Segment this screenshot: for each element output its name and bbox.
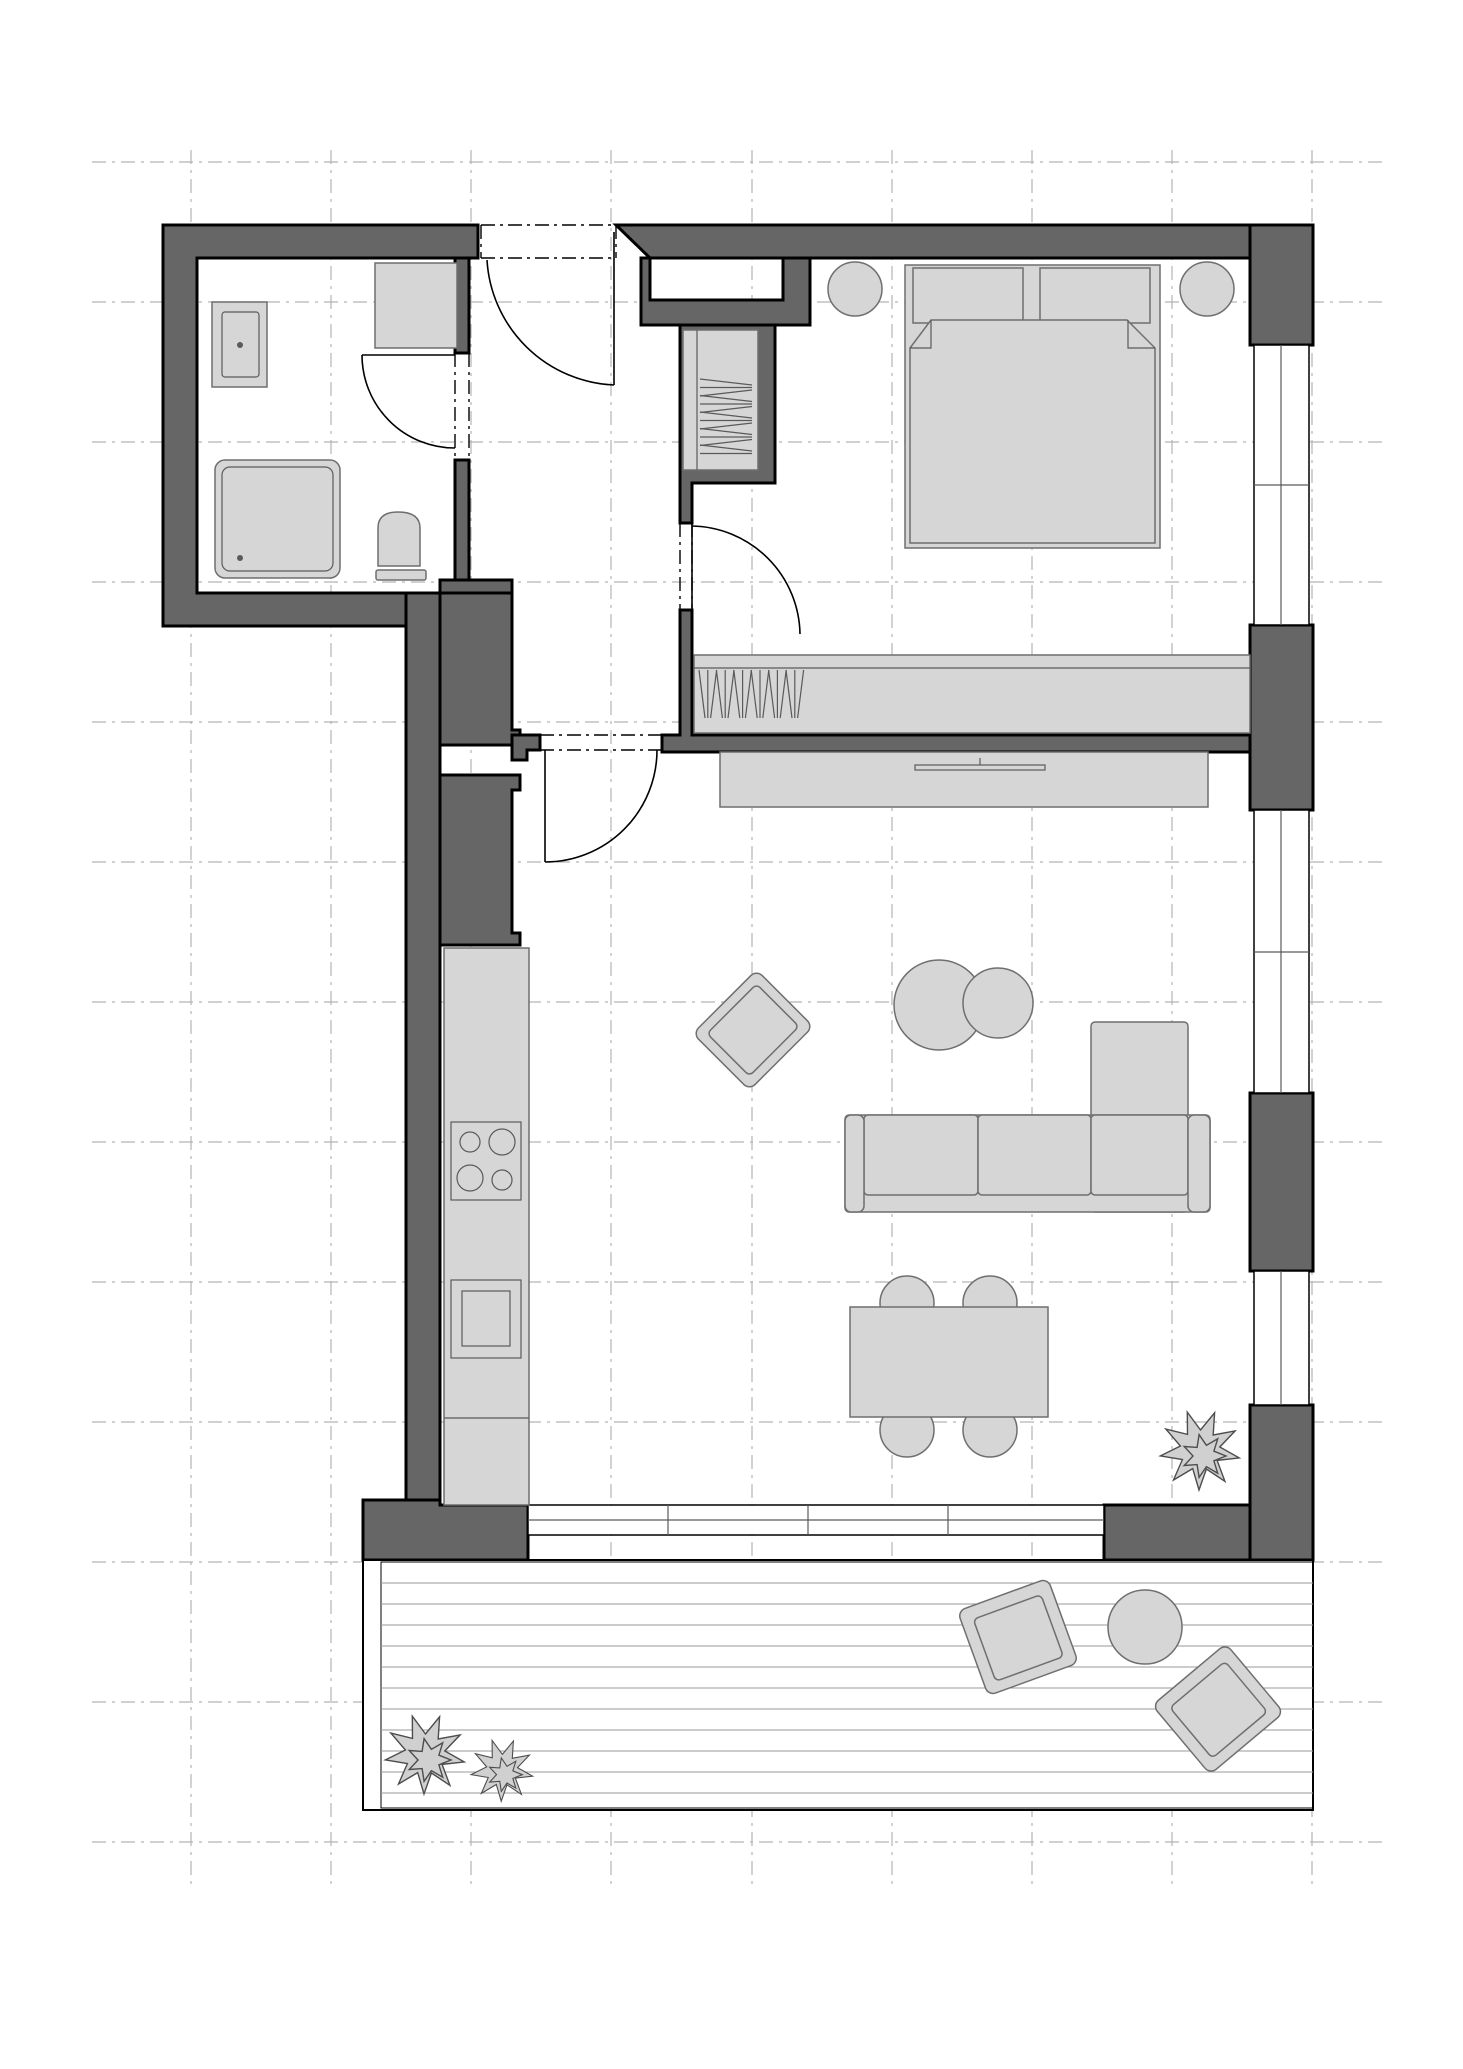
- balcony-decking: [381, 1582, 1313, 1794]
- hanger: [733, 669, 741, 719]
- plant-icon: [383, 1713, 467, 1797]
- nightstand-icon: [827, 261, 883, 317]
- coffee-table-icon: [962, 967, 1034, 1039]
- bedroom-door-swing: [691, 525, 801, 635]
- armchair-icon: [695, 972, 811, 1088]
- hall-west-wall: [404, 591, 442, 1502]
- armchair-icon: [959, 1579, 1077, 1695]
- hanger: [699, 389, 753, 397]
- hanger: [699, 444, 753, 452]
- hanger: [779, 669, 787, 719]
- hanger: [699, 438, 753, 447]
- plant-icon: [1158, 1409, 1242, 1493]
- sofa-icon: [844, 1021, 1211, 1213]
- sink-icon: [211, 301, 268, 388]
- storage-divider-wall: [438, 773, 522, 947]
- windows: [527, 344, 1310, 1536]
- kitchen-counter: [443, 947, 530, 1506]
- hanger: [699, 378, 753, 386]
- armchair-icon: [1154, 1646, 1282, 1772]
- tv-console: [719, 751, 1209, 808]
- hanger: [699, 405, 753, 414]
- plant-center: [407, 1736, 453, 1784]
- toilet-icon: [375, 511, 427, 581]
- wardrobe-icon: [682, 329, 759, 471]
- south-wall-west: [361, 1498, 530, 1562]
- bathtub-icon: [214, 459, 341, 579]
- living-kitchen: [443, 751, 1242, 1506]
- washer-icon: [374, 262, 458, 349]
- bathroom-right-wall-lower: [453, 458, 471, 595]
- plant-icon: [469, 1738, 535, 1803]
- corner-column-ne: [1248, 223, 1315, 347]
- hanger: [699, 422, 753, 430]
- hall-door-stub: [510, 733, 542, 762]
- bedroom: [682, 261, 1251, 734]
- plant-center: [1182, 1432, 1228, 1480]
- dining-table-icon: [849, 1306, 1049, 1418]
- south-wall-east: [1102, 1503, 1252, 1562]
- hanger: [768, 669, 776, 719]
- hanger: [699, 394, 753, 403]
- walls: [161, 223, 1315, 1562]
- entrance-door-swing: [486, 259, 615, 386]
- column-east-mid: [1248, 623, 1315, 812]
- storage-enclosure-wall: [438, 591, 522, 747]
- hanger: [698, 669, 706, 719]
- hanger: [699, 427, 753, 436]
- doors: [361, 224, 801, 863]
- column-se: [1248, 1403, 1315, 1562]
- hanger: [715, 669, 723, 719]
- hanger: [699, 411, 753, 419]
- hanger: [744, 669, 752, 719]
- kitchen-sink-icon: [450, 1279, 522, 1359]
- nightstand-icon: [1179, 261, 1235, 317]
- balcony-furniture: [383, 1579, 1282, 1803]
- hanger: [797, 669, 805, 719]
- tv-icon: [914, 758, 1046, 771]
- hanger: [750, 669, 758, 719]
- plant-center: [488, 1756, 524, 1793]
- bathroom: [211, 262, 458, 581]
- bathroom-outer-wall: [161, 223, 480, 628]
- hanger: [785, 669, 793, 719]
- hanger: [727, 669, 735, 719]
- column-east-lower: [1248, 1091, 1315, 1273]
- bed-icon: [904, 264, 1161, 549]
- wardrobe-icon: [693, 654, 1251, 734]
- hanger: [710, 669, 718, 719]
- living-door-swing: [544, 749, 658, 863]
- coffee-table-icon: [1107, 1589, 1183, 1665]
- hanger: [762, 669, 770, 719]
- cooktop-icon: [450, 1121, 522, 1201]
- bathroom-door-swing: [361, 354, 456, 449]
